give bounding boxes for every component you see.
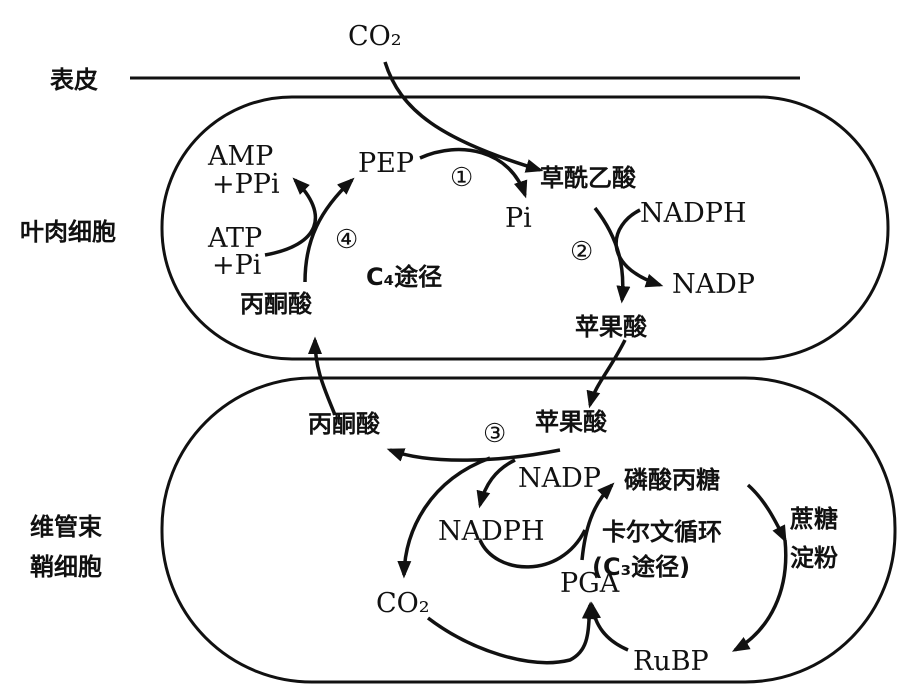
oxaloacetate-label: 草酰乙酸 [540,164,637,192]
pyruvate-bottom-label: 丙酮酸 [308,410,381,438]
pi-right-label: Pi [505,203,532,234]
arrow-rubp-to-pga [587,601,629,652]
arrow-co2-to-oxaloacetate [383,61,544,173]
nadph-bottom-label: NADPH [438,516,544,547]
arrow-malate-to-co2 [397,456,491,579]
co2-bottom-label: CO₂ [376,588,430,619]
bundle-sheath-label-2: 鞘细胞 [30,553,102,581]
arrow-triose-to-rubp [731,539,788,652]
step-4-label: ④ [335,225,358,255]
amp-label: AMP [207,141,273,172]
sucrose-label: 蔗糖 [789,505,838,533]
step-3-label: ③ [483,419,506,449]
arrow-pga-to-triose [580,482,615,561]
nadph-top-label: NADPH [640,198,746,229]
calvin-cycle-label: 卡尔文循环 [602,518,722,546]
arrow-pyruvate-transport [308,336,337,416]
pep-label: PEP [358,148,414,179]
step-1-label: ① [450,163,473,193]
bundle-sheath-cell-outline [160,376,897,684]
mesophyll-cell-outline [160,95,890,361]
arrow-co2-to-pga [426,601,596,665]
atp-label: ATP [207,223,262,254]
arrows [264,61,788,665]
c3-pathway-label: (C₃途径) [592,553,690,581]
malate-bottom-label: 苹果酸 [535,408,608,436]
pi-left-label: +Pi [212,250,262,281]
arrow-pyruvate-to-pep [303,177,355,283]
rubp-label: RuBP [633,646,709,677]
malate-top-label: 苹果酸 [575,313,648,341]
step-2-label: ② [570,237,593,267]
nadp-bottom-label: NADP [518,463,601,494]
c4-pathway-label: C₄途径 [366,263,442,291]
arrow-nadph-to-nadp [614,208,664,288]
triose-phosphate-label: 磷酸丙糖 [624,466,720,494]
arrow-nadph-loop [478,529,587,569]
arrow-nadp-to-nadph [476,458,516,509]
bundle-sheath-label-1: 维管束 [30,513,103,541]
mesophyll-cell-label: 叶肉细胞 [20,218,116,246]
starch-label: 淀粉 [790,544,838,572]
epidermis-label: 表皮 [50,66,98,94]
arrow-malate-transport [586,339,627,409]
arrow-atp-to-amp [264,177,318,257]
arrow-pep-to-pi [419,147,528,199]
pga-label: PGA [560,568,620,599]
ppi-label: +PPi [212,169,280,200]
arrow-malate-to-pyruvate [386,448,561,462]
co2-top-label: CO₂ [348,21,402,52]
nadp-top-label: NADP [672,269,755,300]
arrow-triose-to-sucrose [746,483,787,544]
pyruvate-top-label: 丙酮酸 [240,290,313,318]
